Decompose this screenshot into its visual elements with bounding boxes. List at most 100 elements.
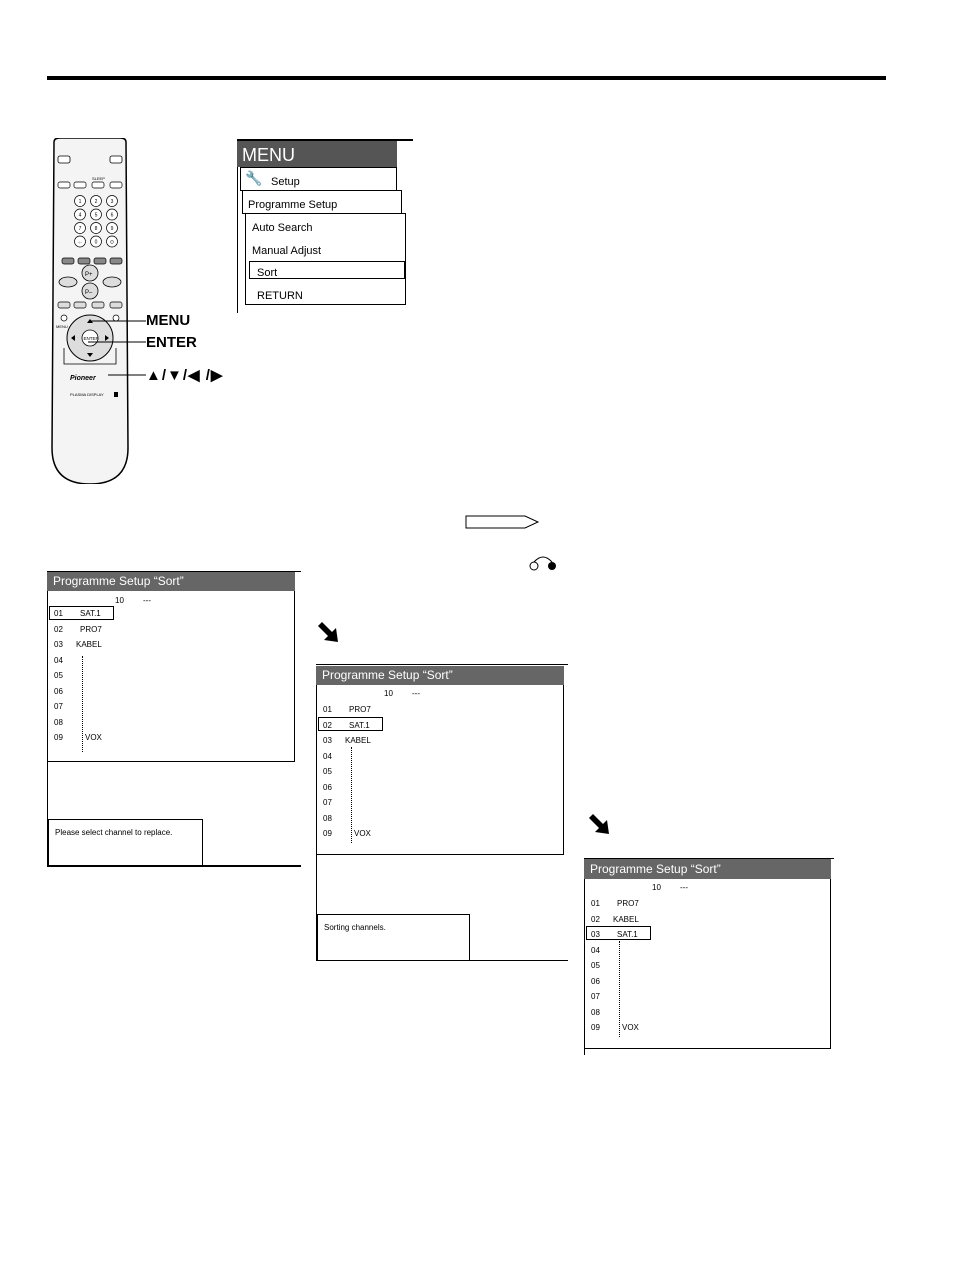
- channel-name: PRO7: [80, 624, 102, 634]
- channel-name: VOX: [85, 733, 102, 742]
- header-dash: ---: [412, 689, 420, 698]
- remote-digit-button: [74, 195, 86, 207]
- channel-name: SAT.1: [349, 720, 370, 730]
- arrows-callout: ▲/▼/◀ /▶: [146, 367, 224, 384]
- channel-number: 02: [54, 624, 63, 634]
- remote-digit-label: 5: [95, 213, 98, 219]
- remote-digit-label: 1: [79, 199, 82, 205]
- setup-icon: 🔧: [245, 170, 263, 186]
- channel-number: 07: [323, 798, 332, 807]
- sort-panel-1-message: Please select channel to replace.: [48, 819, 203, 866]
- programme-setup-label: Programme Setup: [248, 199, 338, 211]
- channel-number: 09: [591, 1023, 600, 1032]
- menu-item-sort-highlight[interactable]: Sort: [249, 261, 405, 279]
- remote-digit-label: 3: [111, 199, 114, 205]
- remote-digit-label: 8: [95, 226, 98, 232]
- remote-digit-label: 6: [111, 213, 114, 219]
- menu-item-manual-adjust[interactable]: Manual Adjust: [252, 245, 322, 257]
- channel-number: 09: [54, 733, 63, 742]
- channel-name: SAT.1: [80, 609, 101, 618]
- remote-digit-label: 0: [95, 240, 98, 246]
- arrow-label-icon: [465, 515, 540, 529]
- channel-name: VOX: [354, 829, 371, 838]
- remote-digit-button: [106, 195, 118, 207]
- channel-number: 05: [591, 961, 600, 970]
- sort-panel-2-list: 10 --- 01 PRO7 02 SAT.1 03 KABEL 04 05 06 07 08 09 V…: [316, 685, 564, 855]
- channel-number: 07: [591, 992, 600, 1001]
- header-dash: ---: [680, 883, 688, 892]
- step-arrow-icon: [318, 622, 338, 642]
- channel-name: KABEL: [613, 914, 639, 924]
- header-number: 10: [115, 596, 124, 605]
- channel-number: 01: [54, 609, 63, 618]
- channel-number: 02: [323, 720, 332, 730]
- channel-number: 02: [591, 914, 600, 924]
- remote-digit-button: [90, 235, 102, 248]
- channel-number: 09: [323, 829, 332, 838]
- remote-digit-button: [106, 235, 118, 248]
- remote-digit-label: -/--: [78, 241, 82, 245]
- channel-name: KABEL: [345, 736, 371, 745]
- channel-name: SAT.1: [617, 930, 638, 939]
- remote-digit-label: 2: [95, 199, 98, 205]
- channel-number: 04: [591, 945, 600, 955]
- channel-number: 05: [323, 767, 332, 776]
- menu-title: MENU: [237, 141, 397, 167]
- remote-digit-button: [90, 195, 102, 207]
- remote-digit-button: [106, 208, 118, 221]
- remote-digit-label: 7: [79, 226, 82, 232]
- channel-number: 01: [323, 705, 332, 714]
- sleep-label: SLEEP: [92, 176, 105, 181]
- menu-setup-row[interactable]: 🔧 Setup: [240, 167, 397, 191]
- header-number: 10: [652, 883, 661, 892]
- remote-digit-label: 4: [79, 213, 82, 219]
- channel-name: PRO7: [617, 899, 639, 908]
- selected-row-frame[interactable]: [49, 606, 114, 620]
- channel-number: 03: [323, 736, 332, 745]
- step-arrow-icon: [589, 814, 609, 834]
- enter-callout: ENTER: [146, 334, 197, 351]
- programme-setup-submenu: Auto Search Manual Adjust Sort RETURN: [245, 213, 406, 305]
- remote-enter-label: ENTER: [84, 336, 100, 341]
- remote-digit-button: [74, 235, 86, 248]
- header-dash: ---: [143, 596, 151, 605]
- channel-name: PRO7: [349, 705, 371, 714]
- header-number: 10: [384, 689, 393, 698]
- return-swap-icon: [529, 556, 556, 571]
- top-rule: [47, 76, 886, 80]
- remote-model-label: PLASMA DISPLAY: [70, 392, 104, 397]
- sort-panel-1-title: Programme Setup “Sort”: [47, 572, 295, 591]
- remote-digit-button: [74, 208, 86, 221]
- dotted-guide: [82, 656, 83, 752]
- setup-label: Setup: [271, 176, 300, 188]
- channel-number: 03: [591, 930, 600, 939]
- remote-brand-logo: Pioneer: [70, 375, 97, 382]
- dotted-guide: [351, 747, 352, 843]
- channel-name: VOX: [622, 1023, 639, 1032]
- selected-row-frame[interactable]: [318, 717, 383, 731]
- remote-digit-label: ⊙: [110, 240, 114, 246]
- channel-number: 04: [323, 751, 332, 761]
- channel-number: 04: [54, 655, 63, 665]
- channel-number: 08: [323, 813, 332, 823]
- channel-number: 06: [591, 976, 600, 986]
- channel-number: 08: [54, 717, 63, 727]
- menu-top-line: [237, 139, 413, 141]
- remote-digit-button: [90, 222, 102, 234]
- programme-setup-row[interactable]: Programme Setup: [242, 190, 402, 214]
- channel-number: 01: [591, 899, 600, 908]
- remote-digit-button: [106, 222, 118, 234]
- menu-item-return[interactable]: RETURN: [257, 290, 303, 302]
- menu-item-auto-search[interactable]: Auto Search: [252, 222, 313, 234]
- channel-number: 06: [323, 782, 332, 792]
- remote-digit-button: [74, 222, 86, 234]
- selected-row-frame[interactable]: [586, 926, 651, 940]
- channel-number: 06: [54, 686, 63, 696]
- callout-leader-lines: [88, 320, 146, 376]
- p-plus-label: P+: [85, 272, 93, 278]
